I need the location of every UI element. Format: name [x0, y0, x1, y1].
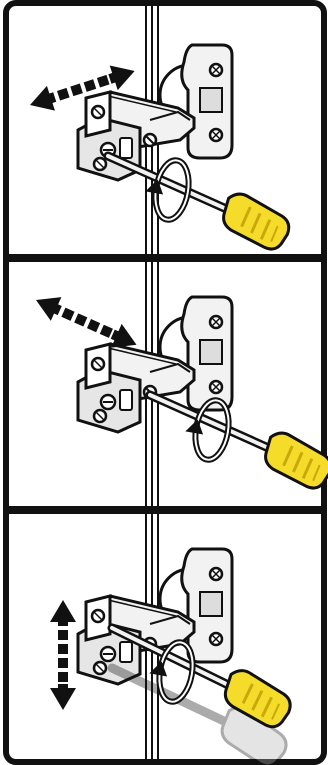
panel-divider [6, 506, 324, 514]
panel-divider [6, 254, 324, 262]
